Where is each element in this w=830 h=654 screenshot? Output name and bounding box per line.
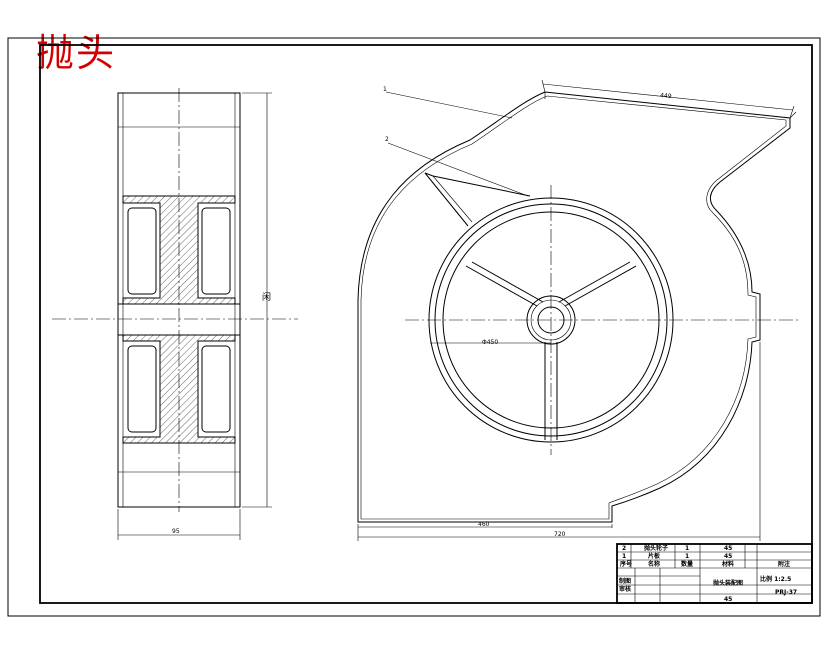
front-view: Φ450 449 1 2 460 720	[357, 79, 800, 541]
leader-part2: 2	[385, 136, 389, 143]
outer-frame	[7, 37, 821, 617]
wheel-diameter-dim: Φ450	[482, 339, 498, 346]
top-edge-dim: 449	[660, 92, 672, 100]
bottom-overall-dim: 720	[554, 531, 566, 538]
bottom-inner-dim: 460	[478, 521, 490, 528]
material-bottom: 45	[724, 596, 732, 603]
side-width-dim: 95	[172, 528, 180, 535]
drawing-title: 抛头	[36, 31, 117, 75]
label-check: 审核	[619, 585, 631, 593]
row2-name: 抛头轮子	[644, 544, 668, 552]
leader-part1: 1	[383, 86, 387, 93]
side-view: 闲 95	[52, 88, 298, 540]
row1-qty: 1	[685, 553, 689, 560]
title-block: 2 抛头轮子 1 45 1 片板 1 45 序号 名称 数量 材料 附注 制图 …	[616, 543, 813, 604]
row1-mat: 45	[724, 553, 732, 560]
row2-mat: 45	[724, 545, 732, 552]
row1-name: 片板	[648, 552, 661, 560]
casing-outline	[357, 91, 791, 523]
scale: 比例 1:2.5	[760, 575, 791, 583]
row1-no: 1	[622, 553, 626, 560]
header-no: 序号	[619, 560, 632, 568]
header-qty: 数量	[681, 560, 693, 568]
drawing-name: 抛头装配图	[713, 579, 743, 587]
row2-qty: 1	[685, 545, 689, 552]
label-draw: 制图	[619, 577, 631, 585]
header-mat: 材料	[721, 560, 734, 568]
row2-no: 2	[622, 545, 626, 552]
header-name: 名称	[648, 560, 660, 568]
inner-frame	[39, 44, 813, 604]
drawing-code: PRJ-37	[775, 589, 797, 596]
side-height-dim: 闲	[262, 292, 271, 303]
header-note: 附注	[778, 560, 790, 568]
